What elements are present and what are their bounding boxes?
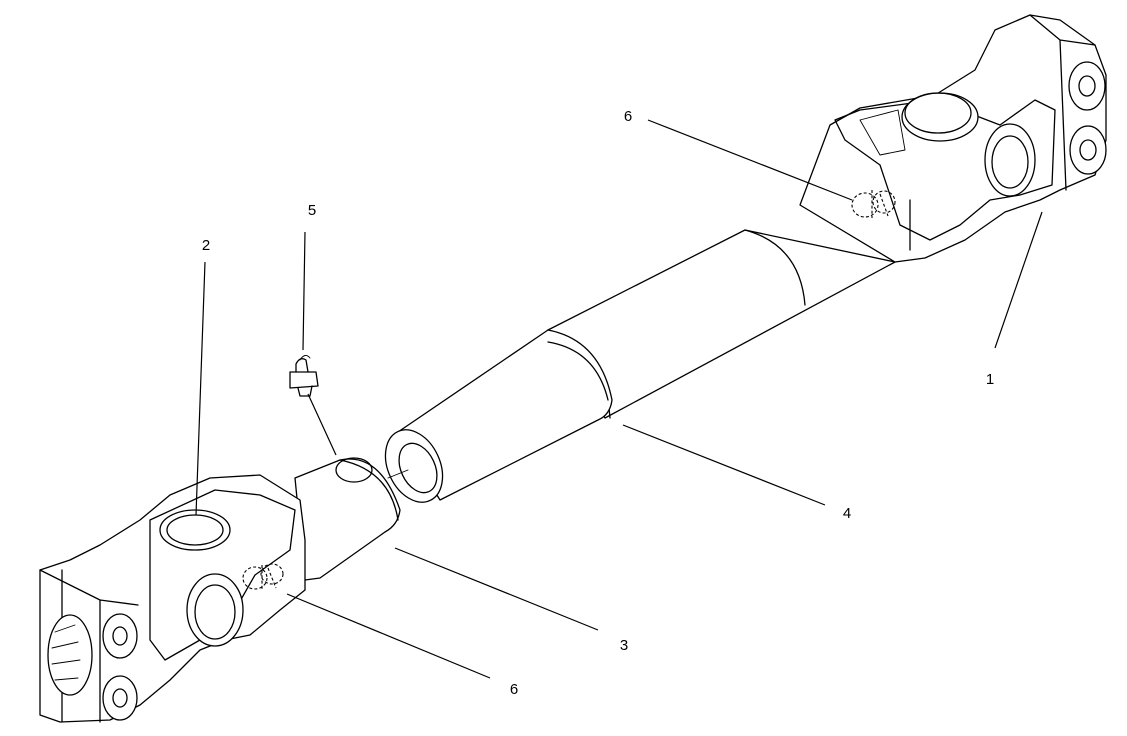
- grease-fitting-hidden-right: [851, 190, 896, 218]
- callout-1: 1: [986, 371, 994, 388]
- grease-nipple: [289, 355, 319, 397]
- universal-joint-left: [39, 474, 306, 723]
- stub-shaft: [294, 457, 409, 581]
- grease-fitting-hidden-left: [242, 563, 284, 590]
- callout-2: 2: [202, 237, 210, 254]
- callout-6-lower: 6: [510, 681, 518, 698]
- callout-5: 5: [308, 202, 316, 219]
- universal-joint-right: [799, 14, 1107, 263]
- callout-6-upper: 6: [624, 108, 632, 125]
- callout-4: 4: [843, 505, 851, 522]
- callout-3: 3: [620, 637, 628, 654]
- shaft-tube-assembly: [384, 229, 896, 503]
- leader-lines: [195, 119, 1043, 679]
